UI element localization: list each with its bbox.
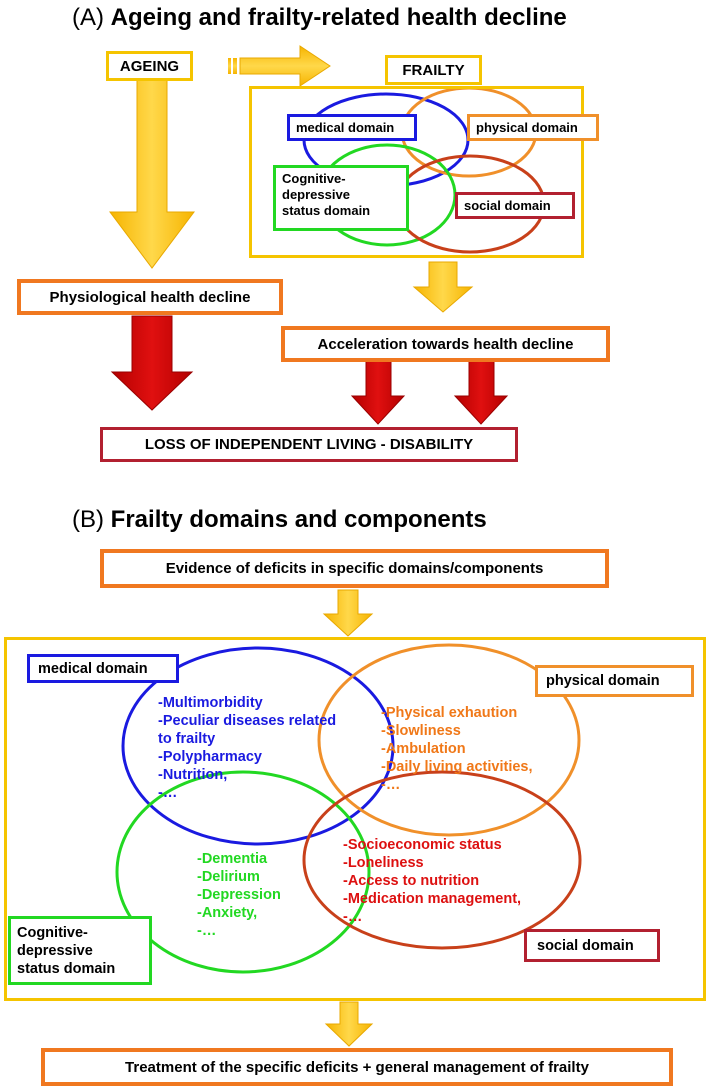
cognitive-components-list: -Dementia -Delirium -Depression -Anxiety… — [197, 850, 281, 940]
acceleration-red-arrow-left — [350, 357, 406, 425]
frailty-domains-frame — [249, 86, 584, 258]
evidence-box: Evidence of deficits in specific domains… — [100, 549, 609, 588]
loss-independent-living-label: LOSS OF INDEPENDENT LIVING - DISABILITY — [144, 436, 474, 453]
ageing-box: AGEING — [106, 51, 193, 81]
physiological-decline-label: Physiological health decline — [49, 288, 251, 306]
physical-domain-box-a: physical domain — [467, 114, 599, 141]
panel-a-prefix: (A) — [72, 4, 104, 31]
cognitive-label-a-line1: Cognitive- — [282, 171, 346, 186]
panel-b-prefix: (B) — [72, 506, 104, 533]
medical-domain-box-a: medical domain — [287, 114, 417, 141]
physical-item: -Ambulation — [381, 741, 466, 757]
treatment-label: Treatment of the specific deficits + gen… — [125, 1058, 589, 1076]
panel-b-title: Frailty domains and components — [110, 506, 487, 533]
panel-a-title: Ageing and frailty-related health declin… — [110, 4, 567, 31]
social-components-list: -Socioeconomic status -Loneliness -Acces… — [343, 836, 521, 926]
physiological-red-arrow — [110, 315, 194, 411]
cognitive-label-b-line3: status domain — [17, 961, 116, 977]
physical-domain-label-b: physical domain — [546, 673, 660, 689]
medical-components-list: -Multimorbidity -Peculiar diseases relat… — [158, 694, 336, 802]
social-domain-box-a: social domain — [455, 192, 575, 219]
cognitive-label-b-line1: Cognitive- — [17, 925, 88, 941]
acceleration-label: Acceleration towards health decline — [317, 335, 574, 353]
cognitive-item: -Anxiety, — [197, 905, 258, 921]
cognitive-item: -Dementia — [197, 851, 268, 867]
medical-domain-box-b: medical domain — [27, 654, 179, 683]
evidence-down-arrow — [322, 589, 374, 637]
physical-domain-label-a: physical domain — [476, 120, 578, 135]
social-ellipse-b — [302, 770, 582, 950]
medical-ellipse-b — [121, 646, 395, 846]
cognitive-item: -Depression — [197, 887, 281, 903]
treatment-box: Treatment of the specific deficits + gen… — [41, 1048, 673, 1086]
medical-domain-label-b: medical domain — [38, 660, 148, 677]
evidence-label: Evidence of deficits in specific domains… — [165, 560, 544, 577]
physical-item: -Physical exhaution — [381, 705, 518, 721]
medical-item: -… — [158, 785, 178, 801]
treatment-down-arrow — [324, 1001, 374, 1047]
cognitive-label-b-line2: depressive — [17, 943, 93, 959]
acceleration-box: Acceleration towards health decline — [281, 326, 610, 362]
social-domain-box-b: social domain — [524, 929, 660, 962]
cognitive-domain-box-b: Cognitive- depressive status domain — [8, 916, 152, 985]
domains-components-frame — [4, 637, 706, 1001]
cognitive-ellipse-b — [115, 770, 371, 974]
physiological-decline-box: Physiological health decline — [17, 279, 283, 315]
medical-item: -Peculiar diseases related — [158, 713, 337, 729]
social-item: -Socioeconomic status — [343, 837, 502, 853]
medical-item: to frailty — [158, 731, 216, 747]
social-item: -… — [343, 909, 363, 925]
social-item: -Loneliness — [343, 855, 424, 871]
social-item: -Medication management, — [343, 891, 522, 907]
physical-item: -Slowliness — [381, 723, 461, 739]
cognitive-item: -… — [197, 923, 217, 939]
physical-item: -Daily living activities, — [381, 759, 533, 775]
frailty-label: FRAILTY — [402, 61, 465, 79]
social-domain-label-a: social domain — [464, 198, 551, 213]
social-item: -Access to nutrition — [343, 873, 480, 889]
physical-domain-box-b: physical domain — [535, 665, 694, 697]
ageing-down-arrow — [109, 79, 195, 269]
medical-item: -Polypharmacy — [158, 749, 262, 765]
medical-item: -Multimorbidity — [158, 695, 263, 711]
ageing-label: AGEING — [119, 57, 180, 75]
cognitive-item: -Delirium — [197, 869, 260, 885]
cognitive-label-a-line2: depressive — [282, 187, 350, 202]
acceleration-red-arrow-right — [453, 357, 509, 425]
frailty-down-arrow — [412, 261, 474, 313]
cognitive-label-a-line3: status domain — [282, 203, 371, 218]
frailty-box: FRAILTY — [385, 55, 482, 85]
loss-independent-living-box: LOSS OF INDEPENDENT LIVING - DISABILITY — [100, 427, 518, 462]
panel-a-heading: (A) Ageing and frailty-related health de… — [72, 4, 567, 32]
physical-item: -… — [381, 777, 401, 793]
medical-domain-label-a: medical domain — [296, 120, 395, 135]
social-domain-label-b: social domain — [537, 937, 634, 954]
ageing-to-frailty-arrow — [228, 45, 331, 87]
panel-b-heading: (B) Frailty domains and components — [72, 506, 487, 534]
cognitive-domain-box-a: Cognitive- depressive status domain — [273, 165, 409, 231]
medical-item: -Nutrition, — [158, 767, 228, 783]
physical-ellipse-b — [317, 643, 581, 837]
physical-components-list: -Physical exhaution -Slowliness -Ambulat… — [381, 704, 533, 794]
